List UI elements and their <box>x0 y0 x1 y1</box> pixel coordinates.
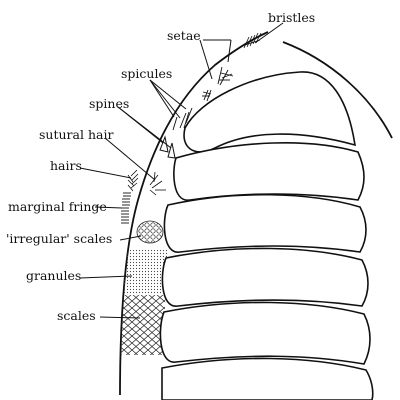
sutural-hair-tuft <box>149 171 166 196</box>
label-spines: spines <box>89 96 129 111</box>
leader-lines <box>79 22 284 319</box>
label-sutural-hair: sutural hair <box>39 127 113 142</box>
valve-4 <box>161 247 369 307</box>
irregular-scales-patch <box>136 220 164 244</box>
label-spicules: spicules <box>121 66 172 81</box>
valve-3 <box>163 193 367 253</box>
spines-marks <box>159 135 176 159</box>
marginal-fringe-marks <box>121 192 131 224</box>
labels: bristles setae spicules spines sutural h… <box>6 10 315 323</box>
label-granules: granules <box>26 268 81 283</box>
valve-6 <box>161 357 374 400</box>
valve-1 <box>183 71 356 153</box>
label-hairs: hairs <box>50 158 82 173</box>
label-marginal-fringe: marginal fringe <box>8 199 107 214</box>
marginal-hairs <box>127 169 139 192</box>
label-scales: scales <box>57 308 96 323</box>
body-outer-arc <box>282 41 393 139</box>
label-setae: setae <box>167 28 201 43</box>
valve-5 <box>159 301 371 365</box>
label-bristles: bristles <box>268 10 315 25</box>
spicules-marks <box>172 107 193 131</box>
label-irregular-scales: 'irregular' scales <box>6 231 112 246</box>
shell-valves <box>159 71 374 400</box>
setae-tufts <box>202 66 234 102</box>
valve-2 <box>173 142 365 201</box>
